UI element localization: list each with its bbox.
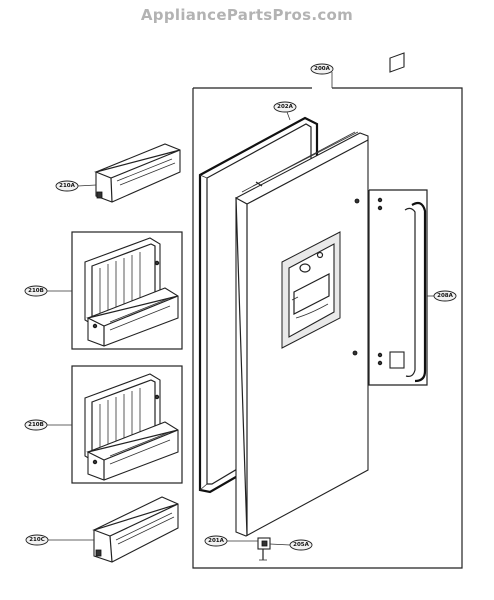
basket-1: [84, 237, 179, 347]
callout-210b-1-text: 210B: [28, 288, 44, 294]
callout-205a: 205A: [289, 539, 313, 551]
door-shelf-top: [94, 143, 181, 203]
handle-assembly: [377, 52, 427, 383]
callout-210c-text: 210C: [29, 537, 45, 543]
callout-200a: 200A: [310, 63, 334, 75]
door-screw-bottom: [352, 350, 358, 356]
handle-assembly-frame: [368, 189, 428, 386]
door-shelf-bottom: [92, 496, 179, 563]
leader-lines: [47, 72, 438, 546]
callout-210a-text: 210A: [59, 183, 75, 189]
basket-2: [84, 373, 179, 481]
dispenser-recess: [281, 231, 341, 349]
basket-frame-1: [71, 231, 183, 350]
door-screw-top: [354, 198, 360, 204]
callout-202a-text: 202A: [277, 104, 293, 110]
bottom-hinge: [257, 537, 271, 561]
callout-210b-1: 210B: [24, 285, 48, 297]
basket-frame-2: [71, 365, 183, 484]
callout-210a: 210A: [55, 180, 79, 192]
callout-210c: 210C: [25, 534, 49, 546]
callout-201a: 201A: [204, 535, 228, 547]
callout-200a-text: 200A: [314, 66, 330, 72]
door-assembly-frame: [192, 87, 463, 569]
callout-202a: 202A: [273, 101, 297, 113]
callout-201a-text: 201A: [208, 538, 224, 544]
callout-210b-2-text: 210B: [28, 422, 44, 428]
callout-208a-text: 208A: [437, 293, 453, 299]
callout-210b-2: 210B: [24, 419, 48, 431]
callout-205a-text: 205A: [293, 542, 309, 548]
callout-208a: 208A: [433, 290, 457, 302]
watermark-text: AppliancePartsPros.com: [140, 6, 354, 24]
